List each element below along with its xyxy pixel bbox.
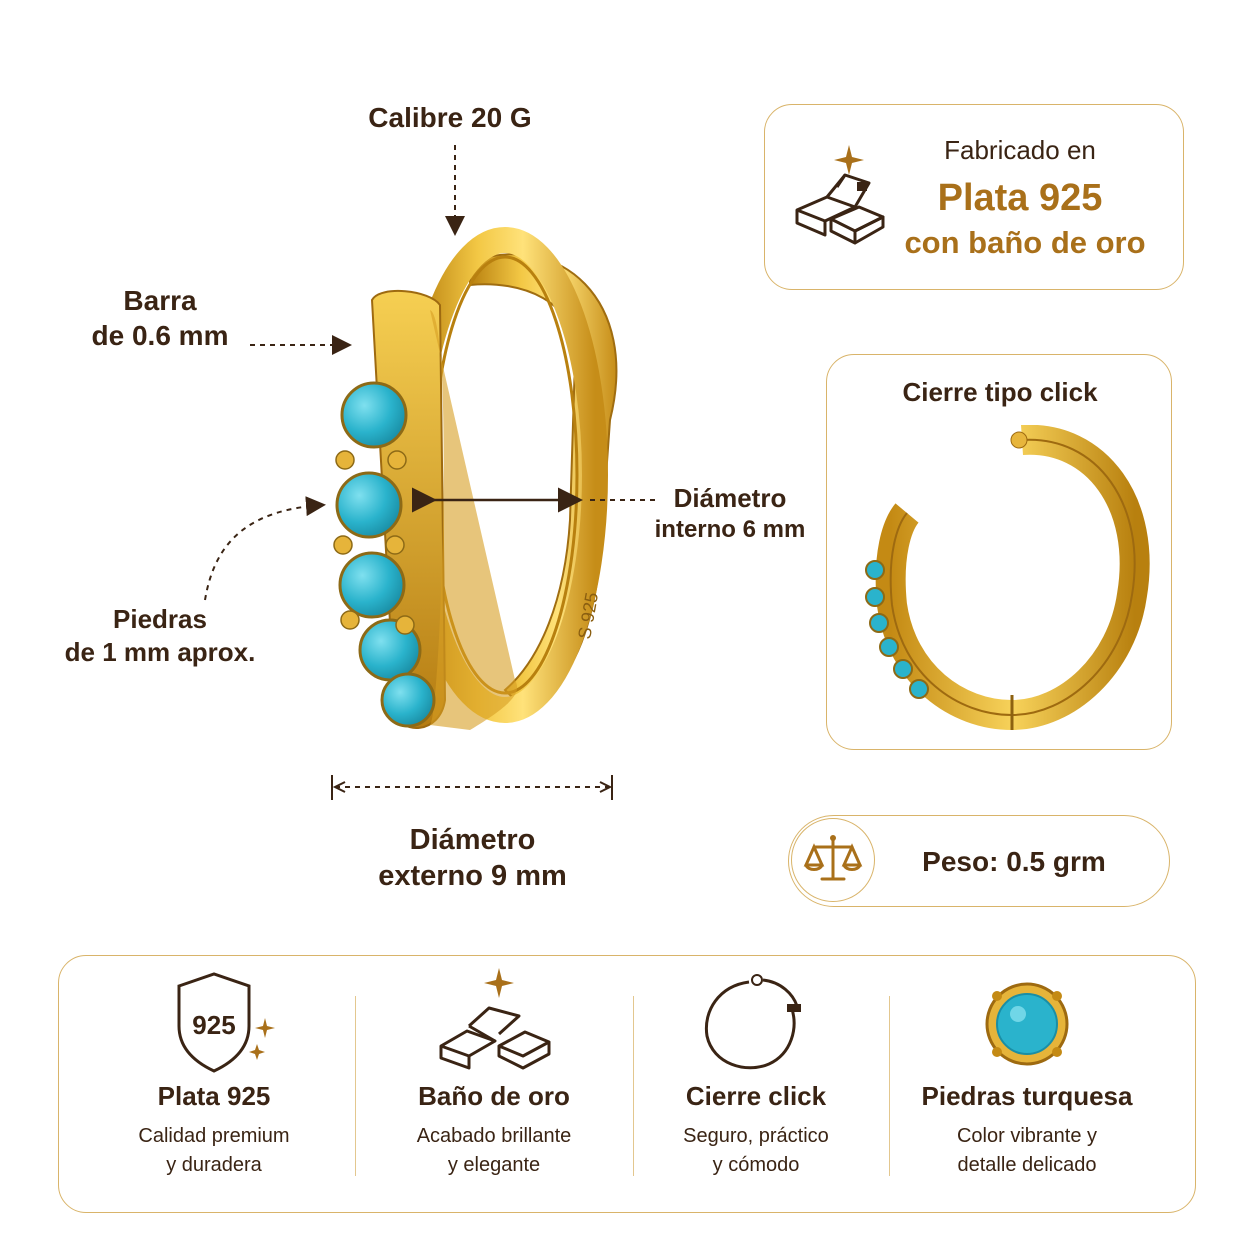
weight-label: Peso: 0.5 grm [922, 846, 1106, 877]
feature-cierre-sub1: Seguro, práctico [683, 1125, 829, 1147]
material-card: Fabricado en Plata 925 con baño de oro [764, 104, 1184, 290]
feature-bano-sub1: Acabado brillante [416, 1125, 572, 1147]
feature-plata-title: Plata 925 [157, 1081, 271, 1111]
diam-int-line1: Diámetro [673, 483, 787, 513]
barra-label: Barra de 0.6 mm [70, 283, 250, 353]
gold-bars-icon [795, 145, 885, 245]
feature-piedras-title: Piedras turquesa [921, 1081, 1133, 1111]
material-line2: Plata 925 [937, 177, 1103, 219]
turquoise-stone-icon [985, 982, 1069, 1066]
piedras-line1: Piedras [113, 604, 207, 634]
material-line3: con baño de oro [904, 225, 1146, 260]
feature-bano-sub2: y elegante [447, 1154, 541, 1176]
divider-1 [355, 996, 356, 1176]
scale-icon [803, 835, 863, 881]
feature-plata: 925 Plata 925 Calidad premium y duradera [79, 956, 349, 1180]
shield-925-icon: 925 [177, 972, 275, 1073]
feature-piedras: Piedras turquesa Color vibrante y detalle… [892, 956, 1162, 1180]
open-hoop-icon [704, 974, 801, 1070]
gold-bars-feature-icon [439, 968, 551, 1070]
diam-ext-line1: Diámetro [409, 824, 536, 856]
piedras-line2: de 1 mm aprox. [64, 636, 256, 667]
feature-plata-sub1: Calidad premium [138, 1125, 290, 1147]
open-hoop-illustration [865, 425, 1150, 731]
barra-line2: de 0.6 mm [91, 320, 229, 351]
diam-int-line2: interno 6 mm [654, 515, 806, 543]
feature-cierre-title: Cierre click [685, 1081, 827, 1111]
piedras-label: Piedras de 1 mm aprox. [55, 603, 265, 668]
divider-3 [889, 996, 890, 1176]
feature-bano-title: Baño de oro [418, 1081, 570, 1111]
material-line1: Fabricado en [944, 135, 1096, 165]
clasp-title: Cierre tipo click [902, 377, 1098, 407]
feature-bano: Baño de oro Acabado brillante y elegante [359, 956, 629, 1180]
calibre-label: Calibre 20 G [368, 102, 532, 133]
feature-plata-sub2: y duradera [166, 1154, 262, 1176]
feature-piedras-sub1: Color vibrante y [956, 1125, 1098, 1147]
barra-line1: Barra [123, 285, 197, 316]
scale-icon-circle [791, 818, 875, 902]
diam-int-label: Diámetro interno 6 mm [650, 482, 810, 545]
piedras-pointer [204, 496, 326, 601]
divider-2 [633, 996, 634, 1176]
feature-piedras-sub2: detalle delicado [957, 1154, 1097, 1176]
clasp-card: Cierre tipo click [826, 354, 1172, 750]
diam-ext-line2: externo 9 mm [378, 860, 567, 893]
feature-cierre: Cierre click Seguro, práctico y cómodo [621, 956, 891, 1180]
weight-card: Peso: 0.5 grm [788, 815, 1170, 907]
feature-cierre-sub2: y cómodo [712, 1154, 800, 1176]
diam-ext-label: Diámetro externo 9 mm [360, 822, 585, 895]
turquoise-stones [335, 381, 436, 728]
shield-badge-text: 925 [192, 1010, 235, 1040]
